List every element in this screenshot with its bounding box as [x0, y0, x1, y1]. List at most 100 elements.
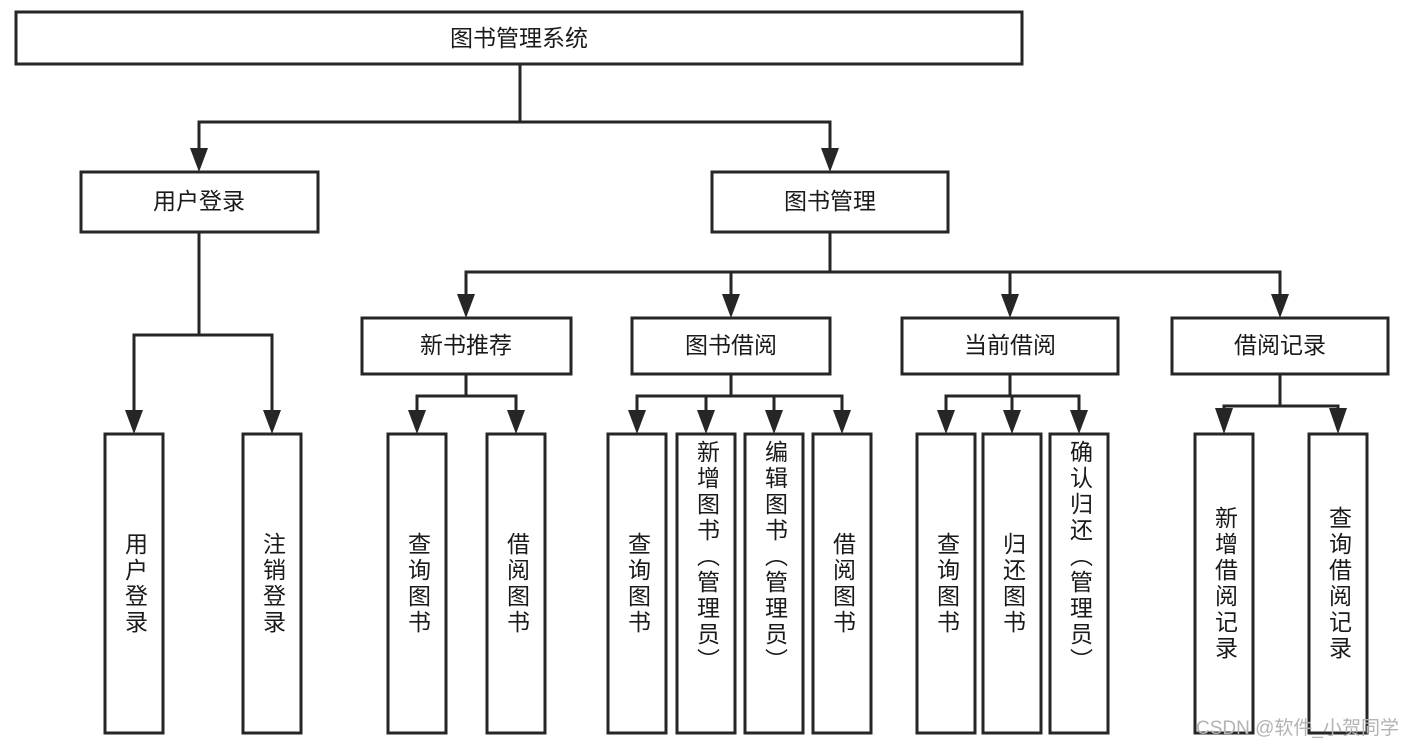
arrow-head-leaf-confirm-return [1070, 410, 1088, 434]
node-book-borrow-box[interactable] [630, 316, 832, 376]
node-borrow-record[interactable]: 借阅记录 [1170, 316, 1390, 376]
node-new-book-rec[interactable]: 新书推荐 [360, 316, 573, 376]
node-leaf-borrow-book-2-box[interactable] [811, 432, 873, 735]
node-user-login[interactable]: 用户登录 [79, 170, 320, 234]
node-new-book-rec-box[interactable] [360, 316, 573, 376]
arrow-head-leaf-query-book-3 [937, 410, 955, 434]
node-leaf-query-book-3[interactable]: 查询图书 [915, 432, 977, 735]
node-root-box[interactable] [14, 10, 1024, 66]
node-borrow-record-box[interactable] [1170, 316, 1390, 376]
csdn-watermark: CSDN @软件_小贺同学 [1196, 717, 1399, 739]
node-user-login-label: 用户登录 [153, 188, 245, 214]
node-leaf-add-record[interactable]: 新增借阅记录 [1193, 432, 1255, 735]
connector-group-current-borrow [937, 372, 1088, 434]
node-leaf-query-book-2-label-wrap: 查询图书 [624, 531, 651, 636]
arrow-head-leaf-return-book [1003, 410, 1021, 434]
node-leaf-edit-book[interactable]: 编辑图书（管理员） [743, 432, 805, 735]
arrow-head-leaf-add-book [697, 410, 715, 434]
node-leaf-logout-login-box[interactable] [241, 432, 303, 735]
arrow-head-leaf-query-record [1329, 408, 1347, 434]
node-leaf-confirm-return-box[interactable] [1048, 432, 1110, 735]
arrow-head-leaf-logout-login [263, 410, 281, 434]
arrow-head-book-borrow [722, 294, 740, 318]
node-book-manage-label: 图书管理 [784, 188, 876, 214]
node-leaf-query-record-box[interactable] [1307, 432, 1369, 735]
connector-group-borrow-record [1215, 372, 1347, 434]
node-leaf-query-record-label-wrap: 查询借阅记录 [1325, 505, 1352, 662]
connector-group-user-login [125, 230, 281, 434]
node-current-borrow-label: 当前借阅 [964, 332, 1056, 358]
node-leaf-query-book-1-box[interactable] [386, 432, 448, 735]
arrow-head-new-book-rec [457, 294, 475, 318]
arrow-head-current-borrow [1001, 294, 1019, 318]
node-root-label: 图书管理系统 [450, 25, 588, 51]
node-leaf-borrow-book-2-label: 借阅图书 [829, 531, 856, 636]
connector-group-book-borrow [628, 372, 851, 434]
arrow-head-leaf-add-record [1215, 408, 1233, 434]
node-leaf-query-book-1[interactable]: 查询图书 [386, 432, 448, 735]
node-leaf-borrow-book-1[interactable]: 借阅图书 [485, 432, 547, 735]
node-current-borrow-box[interactable] [900, 316, 1120, 376]
arrow-head-user-login [190, 148, 208, 172]
node-leaf-confirm-return[interactable]: 确认归还（管理员） [1048, 432, 1110, 735]
node-root[interactable]: 图书管理系统 [14, 10, 1024, 66]
arrow-head-leaf-borrow-book-2 [833, 410, 851, 434]
node-leaf-query-book-2[interactable]: 查询图书 [606, 432, 668, 735]
node-leaf-add-book-box[interactable] [675, 432, 737, 735]
node-leaf-user-login-label: 用户登录 [121, 531, 148, 636]
node-leaf-query-book-3-label: 查询图书 [933, 531, 960, 636]
arrow-head-leaf-query-book-2 [628, 410, 646, 434]
node-leaf-return-book[interactable]: 归还图书 [981, 432, 1043, 735]
arrow-head-leaf-edit-book [765, 410, 783, 434]
node-leaf-confirm-return-label-wrap: 确认归还（管理员） [1066, 440, 1093, 674]
arrow-head-book-manage [821, 148, 839, 172]
node-book-borrow[interactable]: 图书借阅 [630, 316, 832, 376]
node-borrow-record-label: 借阅记录 [1234, 332, 1326, 358]
connector-group-root [190, 62, 839, 172]
node-leaf-query-book-2-box[interactable] [606, 432, 668, 735]
node-leaf-add-record-box[interactable] [1193, 432, 1255, 735]
node-user-login-box[interactable] [79, 170, 320, 234]
node-leaf-logout-login-label-wrap: 注销登录 [260, 532, 286, 636]
node-current-borrow[interactable]: 当前借阅 [900, 316, 1120, 376]
node-leaf-edit-book-label-wrap: 编辑图书（管理员） [761, 440, 788, 674]
node-leaf-add-book-label-wrap: 新增图书（管理员） [693, 440, 720, 674]
connector-group-new-book-rec [408, 372, 525, 434]
node-leaf-query-record[interactable]: 查询借阅记录 [1307, 432, 1369, 735]
node-book-borrow-label: 图书借阅 [685, 332, 777, 358]
node-leaf-return-book-label-wrap: 归还图书 [1000, 532, 1026, 636]
node-leaf-edit-book-box[interactable] [743, 432, 805, 735]
node-leaf-return-book-box[interactable] [981, 432, 1043, 735]
arrow-head-leaf-user-login [125, 410, 143, 434]
node-book-manage[interactable]: 图书管理 [710, 170, 950, 234]
node-leaf-borrow-book-1-box[interactable] [485, 432, 547, 735]
node-leaf-query-book-2-label: 查询图书 [624, 531, 651, 636]
connector-group-book-manage [457, 230, 1289, 318]
node-leaf-logout-login[interactable]: 注销登录 [241, 432, 303, 735]
node-leaf-add-book-label: 新增图书（管理员） [693, 440, 720, 674]
node-leaf-add-record-label-wrap: 新增借阅记录 [1211, 505, 1238, 662]
arrow-head-leaf-borrow-book-1 [507, 410, 525, 434]
node-leaf-borrow-book-2[interactable]: 借阅图书 [811, 432, 873, 735]
node-leaf-borrow-book-1-label: 借阅图书 [503, 531, 530, 636]
node-leaf-query-book-3-label-wrap: 查询图书 [933, 531, 960, 636]
node-leaf-edit-book-label: 编辑图书（管理员） [761, 440, 788, 674]
node-leaf-user-login-box[interactable] [103, 432, 165, 735]
node-book-manage-box[interactable] [710, 170, 950, 234]
arrow-head-borrow-record [1271, 294, 1289, 318]
arrow-head-leaf-query-book-1 [408, 410, 426, 434]
node-leaf-query-book-1-label-wrap: 查询图书 [404, 531, 431, 636]
node-leaf-borrow-book-2-label-wrap: 借阅图书 [829, 531, 856, 636]
node-leaf-query-book-1-label: 查询图书 [404, 531, 431, 636]
node-leaf-query-book-3-box[interactable] [915, 432, 977, 735]
node-leaf-add-book[interactable]: 新增图书（管理员） [675, 432, 737, 735]
node-leaf-borrow-book-1-label-wrap: 借阅图书 [503, 531, 530, 636]
node-leaf-user-login[interactable]: 用户登录 [103, 432, 165, 735]
node-leaf-add-record-label: 新增借阅记录 [1211, 505, 1238, 662]
node-leaf-user-login-label-wrap: 用户登录 [121, 531, 148, 636]
node-new-book-rec-label: 新书推荐 [420, 332, 512, 358]
node-leaf-query-record-label: 查询借阅记录 [1325, 505, 1352, 662]
node-leaf-confirm-return-label: 确认归还（管理员） [1066, 440, 1093, 674]
